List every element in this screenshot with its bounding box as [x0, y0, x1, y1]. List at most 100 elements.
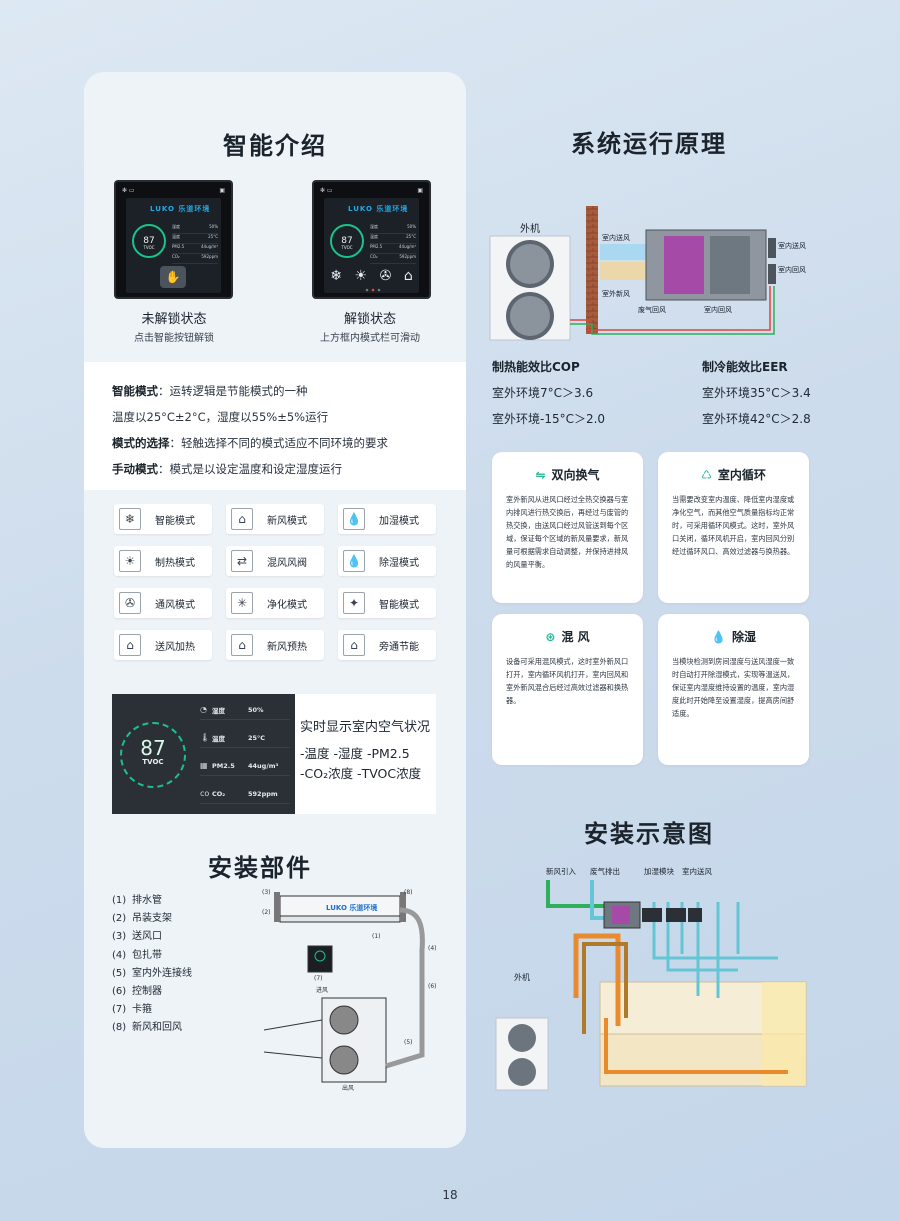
- supply-duct: [600, 244, 646, 260]
- pager-dots: [365, 288, 381, 292]
- mode-card[interactable]: ⌂送风加热: [114, 630, 212, 660]
- mode-descriptions: 智能模式：运转逻辑是节能模式的一种 温度以25°C±2°C，湿度以55%±5%运…: [84, 362, 466, 490]
- info-card-dehumidify: 💧除湿 当模块检测到房间湿度与送风湿度一致时自动打开除湿模式，实现等温送风，保证…: [658, 614, 809, 765]
- mode-card[interactable]: ⌂新风模式: [226, 504, 324, 534]
- parts-list: (1)排水管 (2)吊装支架 (3)送风口 (4)包扎带 (5)室内外连接线 (…: [112, 892, 192, 1038]
- dehumidify-icon: 💧: [343, 550, 365, 572]
- list-item: (1)排水管: [112, 895, 162, 906]
- outdoor-unit: [495, 1017, 549, 1091]
- humidity-icon: ◔: [200, 705, 207, 714]
- house: [599, 981, 807, 1087]
- svg-text:室内送风: 室内送风: [682, 866, 712, 876]
- device-mode-bar[interactable]: ❄ ☀ ✇ ⌂: [324, 268, 419, 284]
- outdoor-unit-sketch: [263, 997, 387, 1083]
- callout: (1): [372, 933, 381, 940]
- lock-icon: ▣: [219, 187, 225, 194]
- desc-line: 模式的选择：轻触选择不同的模式适应不同环境的要求: [112, 436, 388, 450]
- house-icon[interactable]: ⌂: [403, 268, 413, 284]
- refrigerant-line: [570, 286, 775, 335]
- sun-icon: ☀: [119, 550, 141, 572]
- list-item: (2)吊装支架: [112, 913, 172, 925]
- eer-block: 制冷能效比EER 室外环境35°C＞3.4 室外环境42°C＞2.8: [702, 360, 811, 426]
- co2-icon: co: [200, 789, 210, 798]
- mode-card[interactable]: ✇通风模式: [114, 588, 212, 618]
- controller: [307, 945, 333, 973]
- callout: (2): [262, 909, 271, 916]
- mode-card[interactable]: ⌂新风预热: [226, 630, 324, 660]
- snowflake-icon[interactable]: ❄: [330, 268, 342, 284]
- outdoor-unit: 外机: [489, 222, 571, 341]
- thermometer-icon: 🌡: [200, 733, 211, 742]
- fresh-air-pipe: [546, 880, 612, 908]
- callout: (4): [428, 945, 437, 952]
- mode-card[interactable]: ⌂旁通节能: [338, 630, 436, 660]
- mode-card[interactable]: 💧除湿模式: [338, 546, 436, 576]
- mixed-air-icon: ⇄: [231, 550, 253, 572]
- pm25-icon: ▦: [200, 761, 208, 770]
- list-item: (4)包扎带: [112, 949, 162, 961]
- fingerprint-icon: ✋: [165, 270, 181, 284]
- lock-open-icon: ▣: [417, 187, 423, 194]
- svg-text:新风引入: 新风引入: [546, 866, 576, 876]
- device-locked-caption: 未解锁状态 点击智能按钮解锁: [134, 312, 214, 344]
- device-logo: LUKO 乐道环境: [150, 205, 211, 213]
- system-principle-diagram: 外机 室内送风 室外新风 废气回风 室内回风 室内送风 室内回风: [489, 206, 806, 341]
- fan-icon[interactable]: ✇: [379, 268, 392, 284]
- mode-card[interactable]: ⇄混风风阀: [226, 546, 324, 576]
- house-wind-icon: ⌂: [231, 508, 253, 530]
- svg-text:室外新风: 室外新风: [602, 289, 630, 298]
- mode-card[interactable]: ✦智能模式: [338, 588, 436, 618]
- mix-icon: ⊛: [545, 630, 556, 644]
- list-item: (8)新风和回风: [112, 1022, 182, 1034]
- svg-text:室内回风: 室内回风: [778, 265, 806, 274]
- droplet-icon: 💧: [343, 508, 365, 530]
- cop-block: 制热能效比COP 室外环境7°C＞3.6 室外环境-15°C＞2.0: [492, 360, 606, 426]
- supply-main-pipe: [573, 933, 621, 1026]
- purify-icon: ✳: [231, 592, 253, 614]
- lower-floor-pipe: [604, 1018, 788, 1074]
- return-pipe: [582, 942, 628, 1034]
- sun-icon[interactable]: ☀: [354, 268, 368, 284]
- unlock-button[interactable]: ✋: [160, 266, 186, 288]
- circulation-icon: ♺: [701, 468, 712, 482]
- principle-title: 系统运行原理: [571, 130, 727, 158]
- mode-card[interactable]: 💧加湿模式: [338, 504, 436, 534]
- desc-line: 智能模式：运转逻辑是节能模式的一种: [112, 384, 308, 398]
- fan-icon: ✇: [119, 592, 141, 614]
- list-item: (5)室内外连接线: [112, 967, 192, 979]
- preheat-icon: ⌂: [231, 634, 253, 656]
- device-unlocked-caption: 解锁状态 上方框内模式栏可滑动: [320, 312, 420, 344]
- fresh-duct: [600, 262, 646, 280]
- svg-text:室内回风: 室内回风: [704, 305, 732, 314]
- device-logo: LUKO 乐道环境: [348, 205, 409, 213]
- mode-card[interactable]: ☀制热模式: [114, 546, 212, 576]
- svg-text:外机: 外机: [520, 222, 540, 235]
- list-item: (7)卡箍: [112, 1004, 152, 1016]
- settings-icon: ✻ ▭: [320, 187, 333, 194]
- svg-text:废气回风: 废气回风: [638, 305, 666, 314]
- list-item: (3)送风口: [112, 931, 162, 943]
- info-card-circulation: ♺室内循环 当需要改变室内温度、降低室内湿度或净化空气，而其他空气质量指标均正常…: [658, 452, 809, 603]
- svg-text:室内送风: 室内送风: [602, 233, 630, 242]
- svg-text:外机: 外机: [514, 972, 530, 982]
- tvoc-ring: 87 TVOC: [120, 722, 186, 788]
- mode-card[interactable]: ✳净化模式: [226, 588, 324, 618]
- mode-card[interactable]: ❄智能模式: [114, 504, 212, 534]
- desc-line: 手动模式：模式是以设定温度和设定湿度运行: [112, 462, 342, 476]
- callout: (3): [262, 889, 271, 896]
- parts-title: 安装部件: [208, 854, 312, 882]
- snowflake-icon: ❄: [119, 508, 141, 530]
- refrigerant-line: [570, 286, 771, 331]
- page-number: 18: [442, 1188, 458, 1202]
